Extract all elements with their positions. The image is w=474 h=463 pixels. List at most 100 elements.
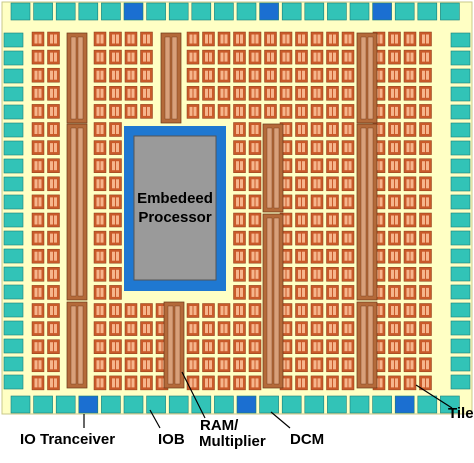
clb-tile-slice (251, 161, 255, 171)
clb-tile-slice (406, 179, 410, 189)
clb-tile (31, 158, 45, 173)
clb-tile-slice (329, 34, 332, 44)
clb-tile (388, 267, 401, 282)
ram-label-line1: RAM/ (200, 417, 239, 434)
clb-tile-slice (329, 287, 332, 297)
clb-tile (248, 321, 262, 336)
clb-tile-slice (50, 70, 53, 80)
clb-tile (47, 212, 60, 228)
clb-tile-slice (131, 306, 135, 315)
clb-tile-slice (38, 342, 42, 352)
clb-tile (264, 49, 277, 65)
clb-tile (279, 67, 293, 83)
iob-cell (450, 266, 471, 282)
iob-cell (3, 86, 24, 102)
clb-tile (233, 49, 246, 65)
ram-multiplier-block (356, 301, 378, 389)
clb-tile-slice (193, 378, 197, 388)
clb-tile-slice (224, 360, 228, 370)
clb-tile (47, 104, 60, 119)
clb-tile-slice (50, 125, 53, 134)
clb-tile-slice (131, 70, 135, 80)
clb-tile-slice (54, 287, 57, 297)
clb-tile-slice (38, 306, 42, 315)
clb-tile-slice (127, 34, 131, 44)
clb-tile (419, 194, 432, 210)
clb-tile (295, 194, 308, 210)
clb-tile-slice (395, 251, 398, 261)
clb-tile (419, 31, 432, 47)
clb-tile-slice (298, 34, 301, 44)
clb-tile (233, 267, 246, 282)
clb-tile-slice (410, 161, 414, 171)
clb-tile-slice (34, 360, 38, 370)
clb-tile-slice (240, 161, 243, 171)
ram-column-slice (167, 305, 174, 385)
clb-tile-slice (344, 161, 348, 171)
clb-tile (124, 375, 138, 391)
clb-tile-slice (379, 70, 383, 80)
clb-tile-slice (286, 106, 290, 116)
clb-tile (419, 267, 432, 282)
ram-column-slice (266, 217, 273, 385)
clb-tile-slice (112, 378, 115, 388)
clb-tile-slice (236, 342, 239, 352)
clb-tile-slice (410, 125, 414, 134)
iob-ring (3, 2, 471, 414)
clb-tile (93, 31, 107, 47)
clb-tile-slice (143, 52, 146, 62)
clb-tile-slice (147, 70, 150, 80)
clb-tile-slice (286, 70, 290, 80)
clb-tile-slice (116, 251, 119, 261)
clb-tile-slice (205, 378, 208, 388)
multiplier-column-slice (367, 36, 374, 120)
clb-tile (419, 176, 432, 192)
clb-tile-slice (116, 197, 119, 207)
clb-tile-slice (302, 360, 305, 370)
clb-tile-slice (236, 106, 239, 116)
clb-tile-slice (251, 360, 255, 370)
clb-tile-slice (422, 161, 425, 171)
clb-tile-slice (286, 161, 290, 171)
clb-tile-slice (410, 269, 414, 279)
clb-tile-slice (406, 34, 410, 44)
clb-tile-slice (348, 324, 352, 334)
clb-tile-slice (286, 88, 290, 98)
clb-tile (310, 230, 324, 246)
io-transceiver-label: IO Tranceiver (20, 431, 115, 448)
clb-tile-slice (391, 88, 394, 98)
io-transceiver-block (259, 2, 279, 21)
iob-cell (78, 2, 99, 21)
clb-tile-slice (143, 360, 146, 370)
clb-tile-slice (271, 106, 274, 116)
clb-tile-slice (313, 324, 317, 334)
clb-tile (109, 357, 122, 373)
clb-tile-slice (348, 269, 352, 279)
clb-tile (388, 357, 401, 373)
multiplier-column-slice (77, 127, 84, 297)
clb-tile-slice (410, 378, 414, 388)
clb-tile (341, 321, 355, 336)
clb-tile-slice (271, 34, 274, 44)
clb-tile (295, 339, 308, 354)
clb-tile-slice (38, 88, 42, 98)
clb-tile (109, 176, 122, 192)
ram-multiplier-columns (66, 32, 378, 389)
clb-tile-slice (112, 88, 115, 98)
clb-tile-slice (406, 287, 410, 297)
clb-tile-slice (220, 106, 224, 116)
clb-tile-slice (410, 360, 414, 370)
clb-tile-slice (127, 106, 131, 116)
clb-tile (248, 86, 262, 101)
clb-tile-slice (379, 179, 383, 189)
clb-tile (403, 176, 417, 192)
clb-tile-slice (329, 197, 332, 207)
clb-tile (295, 212, 308, 228)
clb-tile-slice (193, 360, 197, 370)
clb-tile-slice (391, 233, 394, 243)
clb-tile-slice (298, 106, 301, 116)
clb-tile-slice (426, 287, 429, 297)
clb-tile-slice (426, 269, 429, 279)
clb-tile (109, 122, 122, 137)
clb-tile-slice (298, 70, 301, 80)
